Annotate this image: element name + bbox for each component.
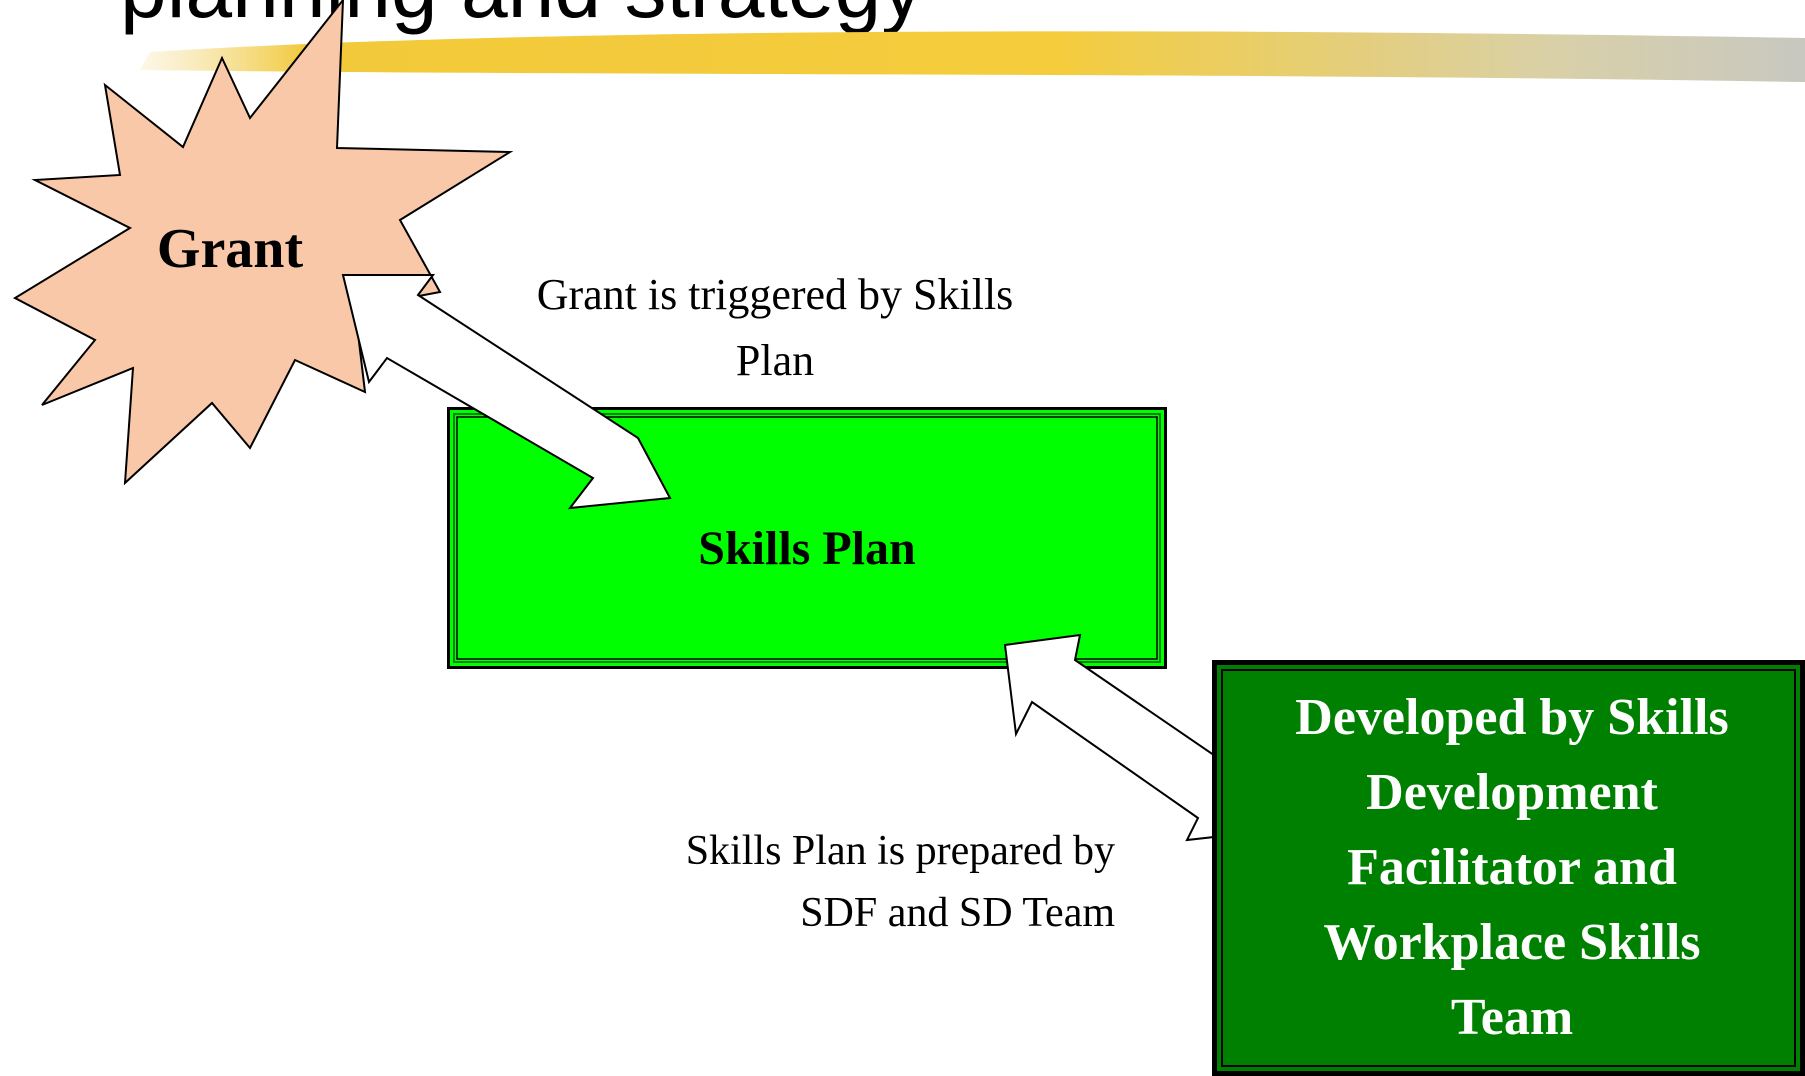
grant-label: Grant — [156, 218, 304, 280]
grant-explosion-shape — [12, 0, 514, 486]
developer-label-line: Development — [1366, 764, 1658, 821]
edge-label-line: Skills Plan is prepared by — [685, 828, 1115, 874]
skills-plan-label: Skills Plan — [698, 522, 916, 575]
developer-label-line: Workplace Skills — [1323, 914, 1701, 971]
edge-label-line: Plan — [735, 336, 815, 385]
edge-label-line: Grant is triggered by Skills — [536, 270, 1014, 319]
edge-label-grant-triggered: Grant is triggered by Skills Plan — [470, 262, 1080, 394]
developer-label-line: Team — [1450, 989, 1574, 1046]
developer-box — [1212, 660, 1805, 1076]
developer-label-line: Developed by Skills — [1295, 689, 1729, 746]
developer-label: Developed by Skills Development Facilita… — [1212, 680, 1805, 1055]
title-underline-stroke — [140, 31, 1805, 82]
edge-label-plan-prepared: Skills Plan is prepared by SDF and SD Te… — [590, 820, 1115, 944]
edge-label-line: SDF and SD Team — [800, 890, 1115, 936]
grant-skills-plan-arrow — [341, 274, 672, 510]
slide-title-partial: planning and strategy — [120, 0, 923, 37]
developer-label-line: Facilitator and — [1347, 839, 1677, 896]
